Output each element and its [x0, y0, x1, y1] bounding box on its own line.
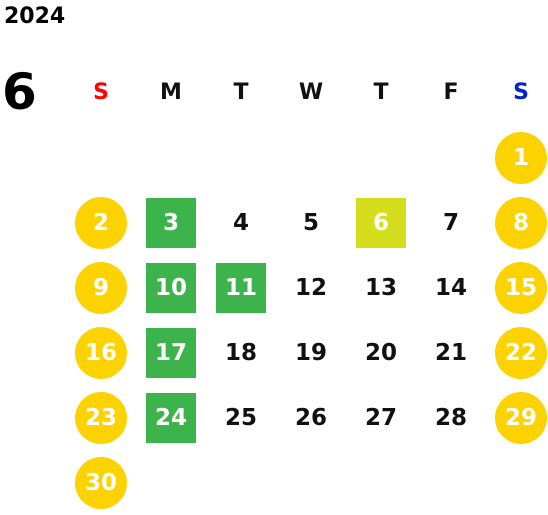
calendar-year: 2024 [4, 4, 66, 29]
day-cell: 20 [346, 320, 416, 385]
day-29: 29 [495, 391, 547, 444]
day-cell: 23 [66, 385, 136, 450]
day-cell: 4 [206, 190, 276, 255]
day-cell: 18 [206, 320, 276, 385]
day-cell: 26 [276, 385, 346, 450]
day-21: 21 [434, 339, 467, 366]
day-14: 14 [434, 274, 467, 301]
day-cell: 30 [66, 450, 136, 515]
day-cell: 15 [486, 255, 548, 320]
day-cell: 22 [486, 320, 548, 385]
day-5: 5 [302, 209, 319, 236]
day-cell: 19 [276, 320, 346, 385]
day-cell: 27 [346, 385, 416, 450]
weekday-header-wed: W [298, 80, 324, 105]
day-30: 30 [75, 456, 127, 509]
calendar-month: 6 [2, 63, 37, 121]
day-13: 13 [364, 274, 397, 301]
day-26: 26 [294, 404, 327, 431]
day-8: 8 [495, 196, 547, 249]
day-18: 18 [224, 339, 257, 366]
day-cell: 3 [136, 190, 206, 255]
day-4: 4 [232, 209, 249, 236]
day-cell: 21 [416, 320, 486, 385]
day-3: 3 [146, 197, 196, 248]
day-cell: 28 [416, 385, 486, 450]
day-cell: 7 [416, 190, 486, 255]
day-25: 25 [224, 404, 257, 431]
day-cell: 17 [136, 320, 206, 385]
day-15: 15 [495, 261, 547, 314]
day-cell: 13 [346, 255, 416, 320]
day-17: 17 [146, 327, 196, 378]
weekday-header-thu: T [373, 80, 389, 105]
day-12: 12 [294, 274, 327, 301]
day-7: 7 [442, 209, 459, 236]
day-6: 6 [356, 197, 406, 248]
day-19: 19 [294, 339, 327, 366]
day-cell: 6 [346, 190, 416, 255]
day-cell: 10 [136, 255, 206, 320]
weekday-header-mon: M [160, 80, 182, 105]
day-16: 16 [75, 326, 127, 379]
day-20: 20 [364, 339, 397, 366]
day-28: 28 [434, 404, 467, 431]
day-cell: 9 [66, 255, 136, 320]
day-cell: 11 [206, 255, 276, 320]
day-cell: 1 [486, 125, 548, 190]
day-cell: 8 [486, 190, 548, 255]
day-cell: 29 [486, 385, 548, 450]
day-cell: 24 [136, 385, 206, 450]
day-27: 27 [364, 404, 397, 431]
day-24: 24 [146, 392, 196, 443]
day-23: 23 [75, 391, 127, 444]
day-cell: 14 [416, 255, 486, 320]
weekday-header-fri: F [443, 80, 459, 105]
day-cell: 2 [66, 190, 136, 255]
day-cell: 16 [66, 320, 136, 385]
weekday-header-tue: T [233, 80, 249, 105]
day-9: 9 [75, 261, 127, 314]
day-cell: 25 [206, 385, 276, 450]
weekday-header-sun: S [93, 80, 109, 105]
day-2: 2 [75, 196, 127, 249]
day-22: 22 [495, 326, 547, 379]
day-10: 10 [146, 262, 196, 313]
day-cell: 5 [276, 190, 346, 255]
day-1: 1 [495, 131, 547, 184]
weekday-header-sat: S [513, 80, 529, 105]
day-11: 11 [216, 262, 266, 313]
day-cell: 12 [276, 255, 346, 320]
